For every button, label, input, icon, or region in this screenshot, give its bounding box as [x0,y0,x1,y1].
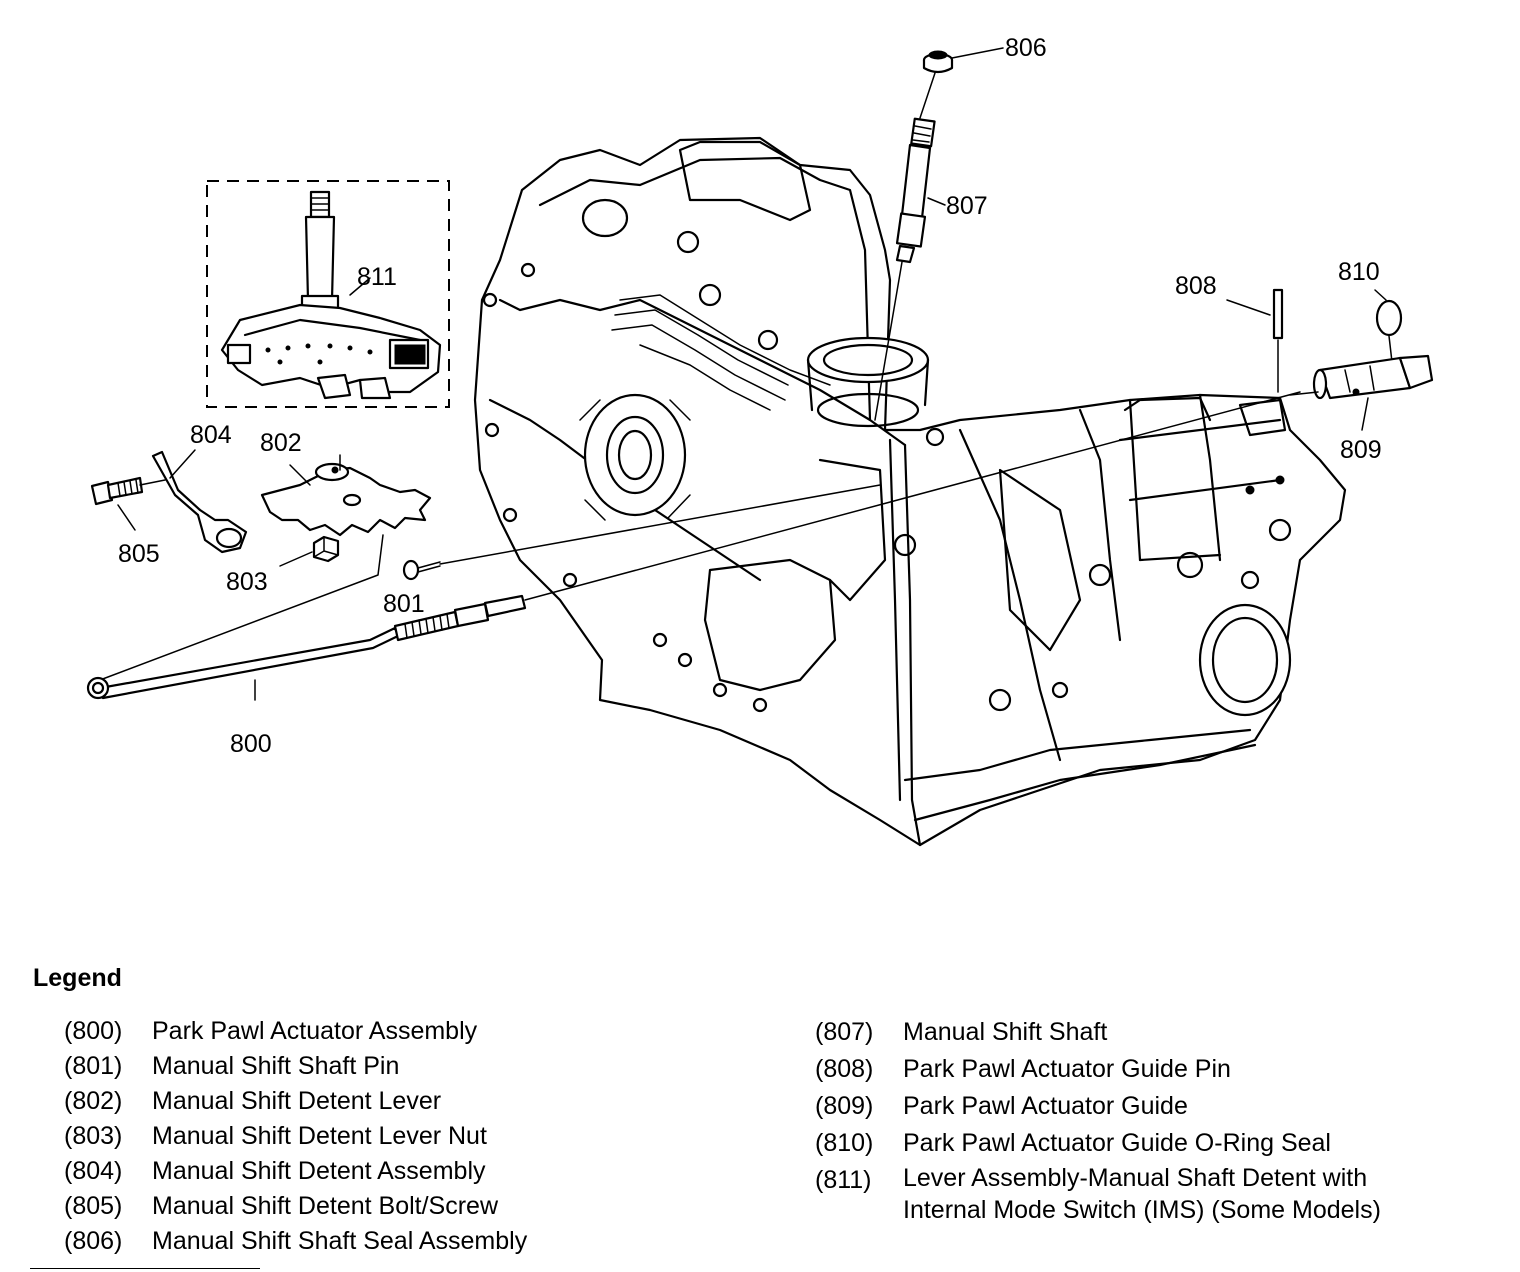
legend-item-805: (805) Manual Shift Detent Bolt/Screw [64,1189,527,1224]
part-804-detent-assembly [151,449,248,554]
legend-code: (808) [815,1055,874,1083]
bottom-rule [30,1268,260,1269]
part-800-park-pawl-actuator [86,391,1301,701]
legend-item-809: (809) Park Pawl Actuator Guide [815,1088,1381,1125]
legend-item-802: (802) Manual Shift Detent Lever [64,1084,527,1119]
transmission-case [473,136,1347,847]
part-803-nut [99,534,384,681]
part-807-manual-shift-shaft [874,72,946,421]
legend-code: (801) [64,1052,123,1080]
legend: Legend (800) Park Pawl Actuator Assembly… [0,960,1520,1272]
part-805-bolt [90,476,166,531]
part-811-ims-lever-assembly [206,180,450,408]
part-802-detent-lever [260,454,432,537]
callout-808: 808 [1175,272,1217,300]
legend-item-803: (803) Manual Shift Detent Lever Nut [64,1119,527,1154]
legend-desc: Lever Assembly-Manual Shaft Detent with … [903,1164,1381,1224]
legend-desc: Manual Shift Detent Lever Nut [152,1122,487,1150]
legend-code: (809) [815,1092,874,1120]
exploded-diagram: 806 807 808 810 809 811 804 802 805 803 … [86,34,1434,847]
callout-811: 811 [357,263,397,291]
callout-802: 802 [260,429,302,457]
legend-desc: Park Pawl Actuator Guide [903,1092,1188,1120]
legend-code: (803) [64,1122,123,1150]
legend-code: (805) [64,1192,123,1220]
callout-801: 801 [383,590,425,618]
legend-item-808: (808) Park Pawl Actuator Guide Pin [815,1051,1381,1088]
part-801-shift-shaft-pin [402,484,881,581]
legend-desc: Manual Shift Detent Bolt/Screw [152,1192,498,1220]
legend-code: (810) [815,1129,874,1157]
part-806-seal [922,47,1004,74]
legend-desc: Park Pawl Actuator Guide Pin [903,1055,1231,1083]
legend-code: (804) [64,1157,123,1185]
legend-desc: Manual Shift Detent Lever [152,1087,442,1115]
legend-desc: Manual Shift Shaft [903,1018,1108,1046]
callout-800: 800 [230,730,272,758]
callout-807: 807 [946,192,988,220]
callout-810: 810 [1338,258,1380,286]
legend-item-810: (810) Park Pawl Actuator Guide O-Ring Se… [815,1125,1381,1162]
legend-item-807: (807) Manual Shift Shaft [815,1014,1381,1051]
legend-code: (802) [64,1087,123,1115]
legend-code: (807) [815,1018,874,1046]
callout-805: 805 [118,540,160,568]
legend-column-right: (807) Manual Shift Shaft (808) Park Pawl… [815,1014,1381,1226]
legend-column-left: (800) Park Pawl Actuator Assembly (801) … [64,1014,527,1259]
legend-desc: Manual Shift Detent Assembly [152,1157,486,1185]
legend-code: (811) [815,1166,872,1194]
legend-code: (806) [64,1227,123,1255]
legend-item-800: (800) Park Pawl Actuator Assembly [64,1014,527,1049]
legend-desc: Park Pawl Actuator Guide O-Ring Seal [903,1129,1331,1157]
legend-item-804: (804) Manual Shift Detent Assembly [64,1154,527,1189]
legend-item-811: (811) Lever Assembly-Manual Shaft Detent… [815,1162,1381,1226]
callout-809: 809 [1340,436,1382,464]
legend-item-801: (801) Manual Shift Shaft Pin [64,1049,527,1084]
part-808-guide-pin [1226,288,1284,393]
legend-item-806: (806) Manual Shift Shaft Seal Assembly [64,1224,527,1259]
legend-desc: Park Pawl Actuator Assembly [152,1017,478,1045]
callout-806: 806 [1005,34,1047,62]
callout-804: 804 [190,421,232,449]
callout-803: 803 [226,568,268,596]
part-809-actuator-guide [1289,354,1434,431]
legend-desc: Manual Shift Shaft Pin [152,1052,400,1080]
legend-code: (800) [64,1017,123,1045]
legend-desc: Manual Shift Shaft Seal Assembly [152,1227,528,1255]
part-810-o-ring [1374,289,1403,363]
legend-title: Legend [33,964,122,992]
